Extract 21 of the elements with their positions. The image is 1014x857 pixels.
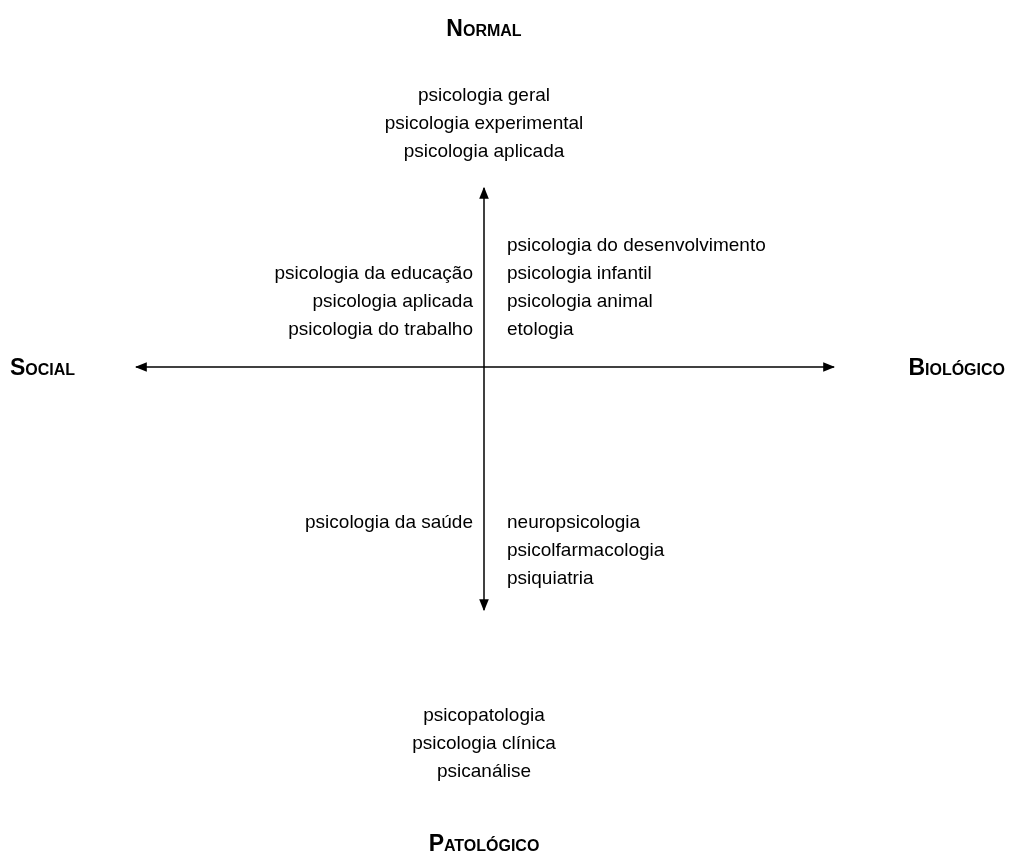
field-label: psicanálise	[437, 760, 531, 782]
field-label: psicolfarmacologia	[507, 539, 665, 561]
field-label: psicologia aplicada	[312, 290, 473, 312]
field-label: psicologia geral	[418, 84, 550, 106]
field-label: psicopatologia	[423, 704, 545, 726]
field-label: psicologia aplicada	[403, 140, 565, 162]
pole-label: Biológico	[908, 354, 1005, 380]
pole-label: Social	[10, 354, 76, 380]
pole-label: Normal	[446, 15, 522, 41]
field-label: psicologia do trabalho	[288, 318, 473, 340]
field-label: etologia	[507, 318, 574, 340]
field-label: psicologia animal	[507, 290, 653, 312]
field-label: neuropsicologia	[507, 511, 641, 533]
pole-label: Patológico	[428, 830, 540, 856]
field-label: psicologia da saúde	[305, 511, 473, 533]
field-label: psicologia infantil	[507, 262, 652, 284]
field-label: psicologia experimental	[384, 112, 584, 134]
field-label: psicologia clínica	[412, 732, 556, 754]
field-label: psicologia da educação	[274, 262, 473, 284]
field-label: psiquiatria	[507, 567, 594, 589]
field-label: psicologia do desenvolvimento	[507, 234, 766, 256]
